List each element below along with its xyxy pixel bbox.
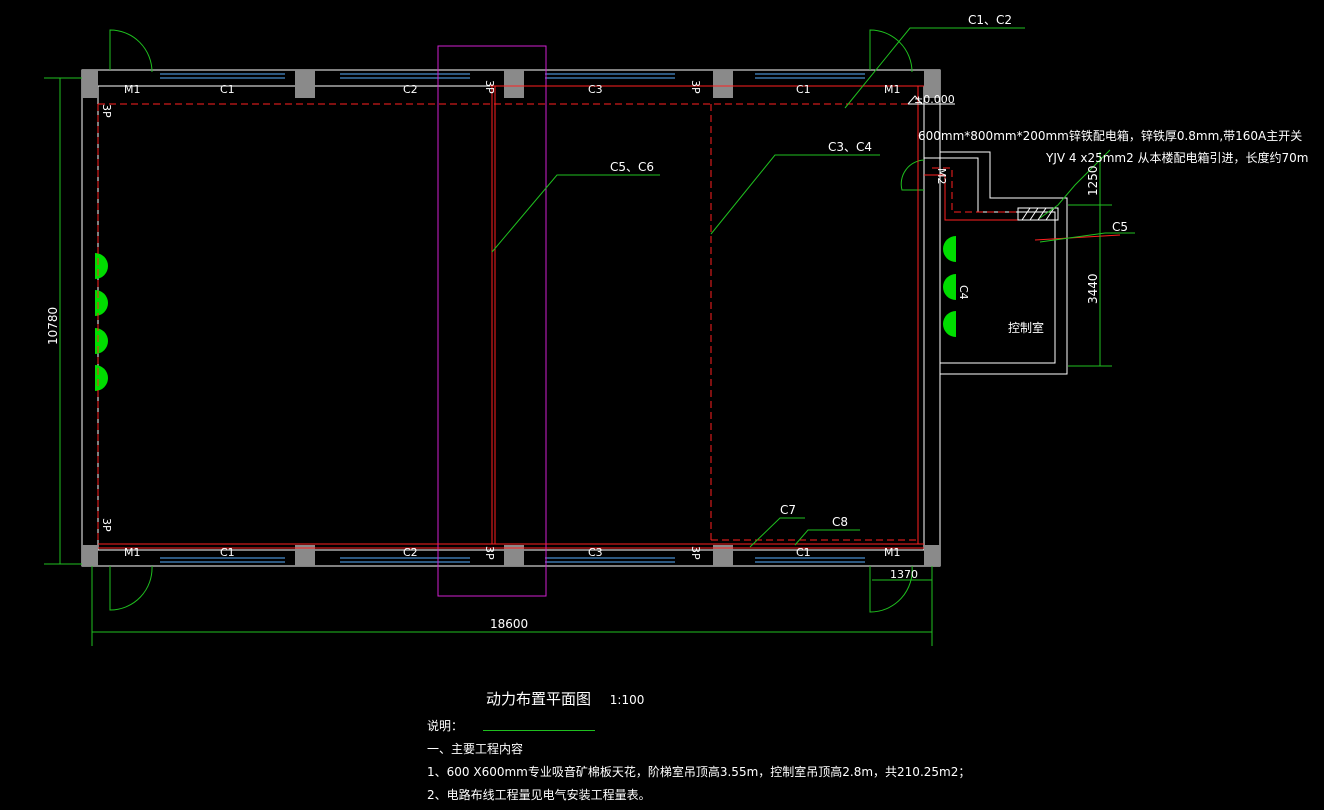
panel-3p-bottom-right: 3P: [689, 546, 702, 560]
window-label-c3-bottom: C3: [588, 546, 603, 559]
panel-3p-top-right: 3P: [689, 80, 702, 94]
window-label-c4-right: C4: [957, 285, 970, 300]
distribution-box-hatch: [1021, 207, 1055, 221]
panel-3p-top-mid: 3P: [483, 80, 496, 94]
callout-c3c4: C3、C4: [828, 140, 872, 154]
callout-c1c2: C1、C2: [968, 13, 1012, 27]
box-spec-line-1: 600mm*800mm*200mm锌铁配电箱，锌铁厚0.8mm,带160A主开关: [918, 128, 1302, 143]
wall-labels: M1 C1 C2 C3 C1 M1 M1 C1 C2 C3 C1 M1 C4 M…: [124, 83, 970, 559]
drawing-title: 动力布置平面图 1:100: [486, 688, 644, 709]
sockets: [95, 236, 956, 391]
elevation-mark: [907, 95, 955, 105]
title-underline: [483, 730, 595, 731]
ceiling-band: [437, 45, 547, 597]
panel-3p-bottom-mid: 3P: [483, 546, 496, 560]
windows: [160, 73, 865, 563]
callout-c8: C8: [832, 515, 848, 529]
door-label-m1-top-left: M1: [124, 83, 141, 96]
window-label-c1-bottom: C1: [220, 546, 235, 559]
notes-line-2: 2、电路布线工程量见电气安装工程量表。: [427, 788, 651, 802]
elevation-text: ±0.000: [914, 93, 955, 106]
drawing-scale: 1:100: [609, 693, 645, 707]
dim-side-bottom: 3440: [1086, 273, 1100, 304]
window-label-c1-top-right: C1: [796, 83, 811, 96]
window-label-c2-top: C2: [403, 83, 418, 96]
box-spec-line-2: YJV 4 x25mm2 从本楼配电箱引进，长度约70m: [1045, 150, 1309, 165]
columns: [82, 70, 940, 566]
drawing-title-text: 动力布置平面图: [486, 690, 592, 708]
callout-c7: C7: [780, 503, 796, 517]
doors: [109, 29, 925, 613]
callout-c5c6: C5、C6: [610, 160, 654, 174]
power-lines: [98, 85, 1121, 549]
callout-c5: C5: [1112, 220, 1128, 234]
callout-leaders: [491, 27, 1135, 548]
dashed-power-lines: [97, 103, 1020, 544]
door-label-m1-bottom-left: M1: [124, 546, 141, 559]
window-label-c3-top: C3: [588, 83, 603, 96]
panel-3p-top-left: 3P: [100, 104, 113, 118]
room-name: 控制室: [1008, 320, 1044, 335]
panel-3p-bottom-left: 3P: [100, 518, 113, 532]
dim-side-top: 1250: [1086, 165, 1100, 196]
dim-height: 10780: [46, 307, 60, 345]
window-label-c1-top: C1: [220, 83, 235, 96]
notes-heading: 说明：: [427, 719, 464, 733]
notes-block: 说明： 一、主要工程内容 1、600 X600mm专业吸音矿棉板天花，阶梯室吊顶…: [427, 715, 970, 807]
door-label-m2: M2: [935, 168, 948, 185]
dim-door-offset: 1370: [890, 568, 918, 581]
window-label-c1-bottom-right: C1: [796, 546, 811, 559]
panel-labels: 3P 3P 3P 3P 3P 3P: [100, 80, 702, 560]
notes-line-1: 1、600 X600mm专业吸音矿棉板天花，阶梯室吊顶高3.55m，控制室吊顶高…: [427, 765, 971, 779]
window-label-c2-bottom: C2: [403, 546, 418, 559]
door-label-m1-top-right: M1: [884, 83, 901, 96]
walls: [81, 69, 1068, 567]
door-label-m1-bottom-right: M1: [884, 546, 901, 559]
dimension-lines: [44, 77, 1112, 646]
dim-width: 18600: [490, 617, 528, 631]
notes-section: 一、主要工程内容: [427, 742, 524, 756]
